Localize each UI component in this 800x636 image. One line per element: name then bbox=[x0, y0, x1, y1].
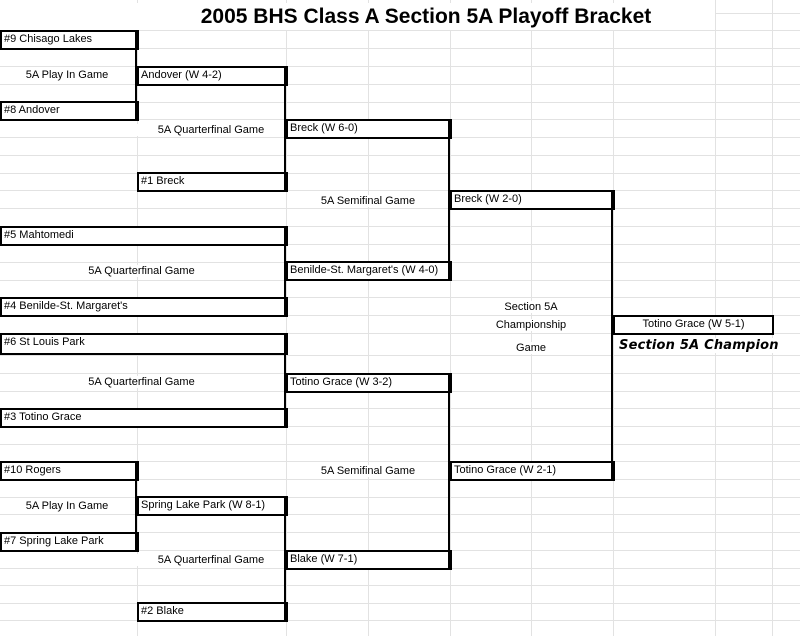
team-slot-st-louis-park[interactable]: #6 St Louis Park bbox=[0, 333, 288, 355]
grid-row-line bbox=[0, 620, 800, 621]
grid-row-line bbox=[0, 84, 800, 85]
grid-row-line bbox=[0, 297, 800, 298]
grid-row-line bbox=[0, 461, 800, 462]
winner-slot-andover[interactable]: Andover (W 4-2) bbox=[137, 66, 288, 86]
grid-row-line bbox=[0, 603, 800, 604]
champion-caption: Section 5A Champion bbox=[619, 338, 779, 353]
championship-label-line3: Game bbox=[452, 342, 610, 354]
bracket-connector bbox=[448, 119, 450, 281]
team-slot-benilde[interactable]: #4 Benilde-St. Margaret's bbox=[0, 297, 288, 317]
grid-row-line bbox=[0, 244, 800, 245]
team-slot-mahtomedi[interactable]: #5 Mahtomedi bbox=[0, 226, 288, 246]
bracket-connector bbox=[284, 496, 286, 622]
grid-row-line bbox=[0, 102, 800, 103]
grid-row-line bbox=[0, 426, 800, 427]
bracket-connector bbox=[284, 333, 286, 428]
grid-row-line bbox=[0, 532, 800, 533]
grid-row-line bbox=[715, 13, 800, 14]
championship-label-line2: Championship bbox=[452, 319, 610, 331]
grid-row-line bbox=[0, 315, 800, 316]
semifinal-label: 5A Semifinal Game bbox=[290, 465, 446, 477]
champion-slot[interactable]: Totino Grace (W 5-1) bbox=[613, 315, 774, 335]
grid-row-line bbox=[0, 48, 800, 49]
grid-row-line bbox=[0, 444, 800, 445]
grid-row-line bbox=[0, 333, 800, 334]
bracket-connector bbox=[284, 226, 286, 317]
winner-slot-benilde-qf[interactable]: Benilde-St. Margaret's (W 4-0) bbox=[286, 261, 452, 281]
team-slot-spring-lake-park[interactable]: #7 Spring Lake Park bbox=[0, 532, 139, 552]
grid-row-line bbox=[0, 30, 800, 31]
winner-slot-blake-qf[interactable]: Blake (W 7-1) bbox=[286, 550, 452, 570]
grid-column-line bbox=[286, 0, 287, 636]
championship-label-line1: Section 5A bbox=[452, 301, 610, 313]
grid-row-line bbox=[0, 497, 800, 498]
bracket-connector bbox=[135, 30, 137, 121]
quarterfinal-label: 5A Quarterfinal Game bbox=[137, 554, 285, 566]
bracket-connector bbox=[611, 190, 613, 481]
grid-row-line bbox=[0, 190, 800, 191]
grid-row-line bbox=[0, 479, 800, 480]
grid-row-line bbox=[0, 173, 800, 174]
semifinal-label: 5A Semifinal Game bbox=[290, 195, 446, 207]
winner-slot-totino-qf[interactable]: Totino Grace (W 3-2) bbox=[286, 373, 452, 393]
team-slot-totino-grace[interactable]: #3 Totino Grace bbox=[0, 408, 288, 428]
play-in-label: 5A Play In Game bbox=[0, 500, 134, 512]
grid-row-line bbox=[0, 585, 800, 586]
grid-row-line bbox=[0, 226, 800, 227]
play-in-label: 5A Play In Game bbox=[0, 69, 134, 81]
grid-row-line bbox=[0, 66, 800, 67]
team-slot-breck[interactable]: #1 Breck bbox=[137, 172, 288, 192]
grid-row-line bbox=[0, 514, 800, 515]
team-slot-blake[interactable]: #2 Blake bbox=[137, 602, 288, 622]
grid-column-line bbox=[450, 0, 451, 636]
bracket-connector bbox=[284, 66, 286, 192]
winner-slot-totino-sf[interactable]: Totino Grace (W 2-1) bbox=[450, 461, 615, 481]
grid-column-line bbox=[368, 0, 369, 636]
page-title: 2005 BHS Class A Section 5A Playoff Brac… bbox=[137, 3, 715, 30]
grid-row-line bbox=[0, 355, 800, 356]
bracket-connector bbox=[448, 373, 450, 570]
bracket-connector bbox=[135, 461, 137, 552]
quarterfinal-label: 5A Quarterfinal Game bbox=[0, 265, 283, 277]
winner-slot-breck-sf[interactable]: Breck (W 2-0) bbox=[450, 190, 615, 210]
team-slot-andover[interactable]: #8 Andover bbox=[0, 101, 139, 121]
team-slot-rogers[interactable]: #10 Rogers bbox=[0, 461, 139, 481]
grid-row-line bbox=[0, 208, 800, 209]
quarterfinal-label: 5A Quarterfinal Game bbox=[0, 376, 283, 388]
grid-column-line bbox=[137, 0, 138, 636]
team-slot-chisago-lakes[interactable]: #9 Chisago Lakes bbox=[0, 30, 139, 50]
grid-row-line bbox=[0, 155, 800, 156]
grid-column-line bbox=[531, 0, 532, 636]
quarterfinal-label: 5A Quarterfinal Game bbox=[137, 124, 285, 136]
winner-slot-spring-lake-park[interactable]: Spring Lake Park (W 8-1) bbox=[137, 496, 288, 516]
winner-slot-breck-qf[interactable]: Breck (W 6-0) bbox=[286, 119, 452, 139]
grid-row-line bbox=[0, 408, 800, 409]
